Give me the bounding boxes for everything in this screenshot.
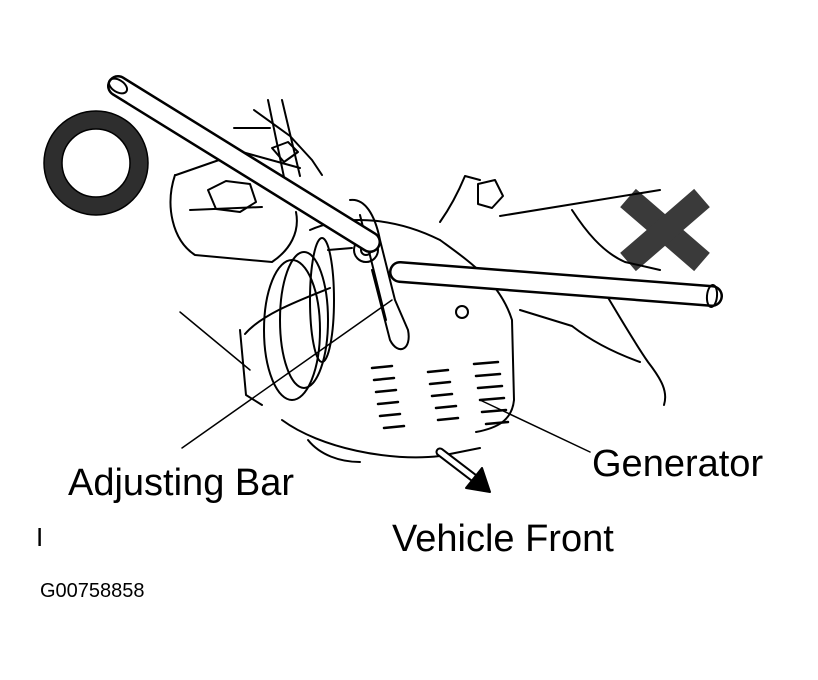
leader-line-generator [479,399,591,453]
engine-block-outline [439,175,667,406]
leader-line-left [179,311,251,371]
arrow-icon [435,447,491,493]
pry-bar-upper [107,75,381,253]
leader-line-adjusting-bar [181,299,393,449]
circle-mark-icon [43,110,149,216]
vehicle-front-label: Vehicle Front [392,518,614,560]
cross-mark-icon [620,188,710,272]
generator-label: Generator [592,443,764,485]
figure-code: G00758858 [40,580,145,602]
margin-mark: I [36,522,44,552]
pry-bar-lower [389,261,723,308]
adjusting-bar-label: Adjusting Bar [68,462,295,504]
generator-cooling-fins [370,360,510,430]
engine-bracket [169,99,323,263]
leader-lines [179,299,591,453]
